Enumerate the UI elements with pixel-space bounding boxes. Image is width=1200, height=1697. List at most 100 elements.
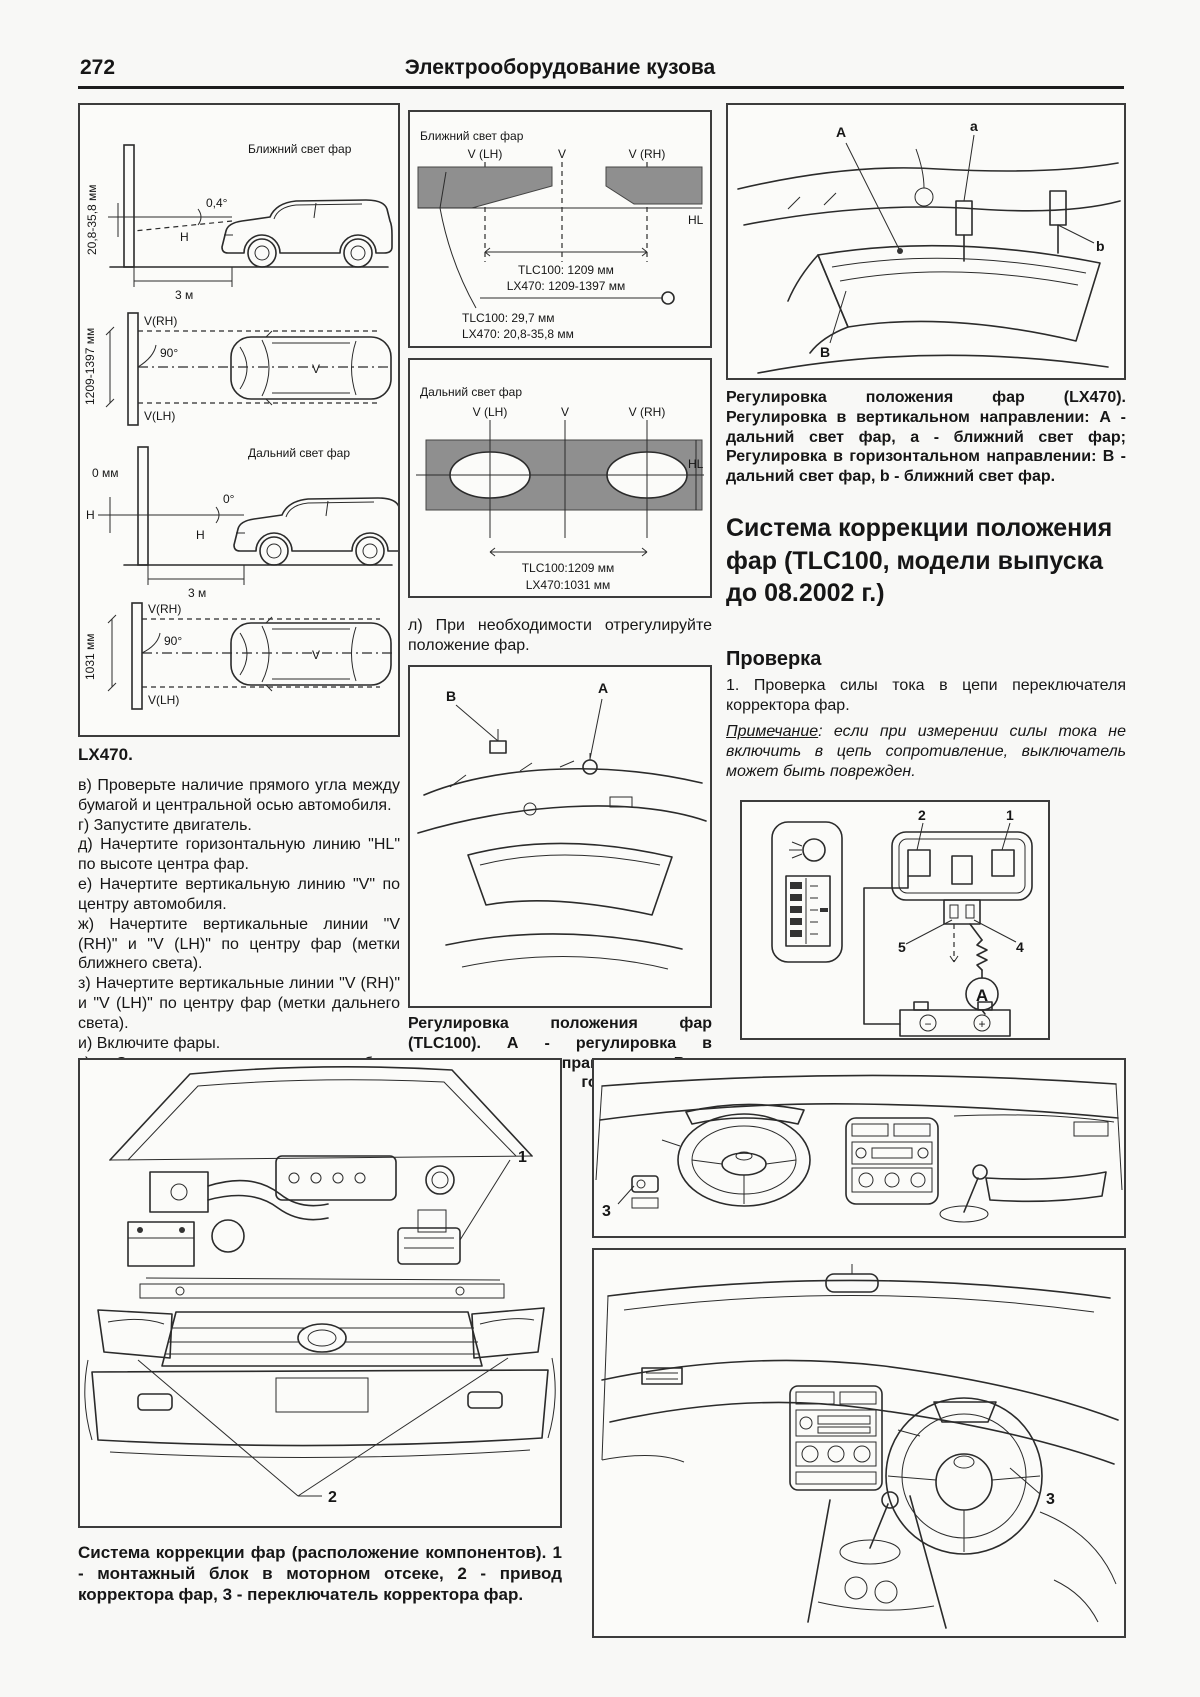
v-label-high: V <box>561 405 569 419</box>
switch-connector: 2 1 5 4 <box>891 807 1033 955</box>
corrector-switch-panel <box>631 1175 659 1209</box>
battery-minus: − <box>924 1017 931 1031</box>
v-lh-label-high: V (LH) <box>473 405 508 419</box>
tlc100-label-a: A <box>598 680 608 696</box>
step-e: е) Начертите вертикальную линию "V" по ц… <box>78 876 400 913</box>
components-caption: Система коррекции фар (расположение комп… <box>78 1543 562 1605</box>
dashboard-top-drawing: 3 <box>595 1074 1123 1223</box>
figure-interior-bottom: 3 <box>592 1248 1126 1638</box>
v-lh-label: V (LH) <box>468 147 503 161</box>
figure-low-beam-pattern: Ближний свет фар V (LH) V V (RH) HL TLC1… <box>408 110 712 348</box>
center-stack-bottom <box>789 1385 883 1491</box>
high-beam-pattern-drawing: Дальний свет фар V (LH) V V (RH) HL TLC1… <box>416 385 704 592</box>
low-beam-title: Ближний свет фар <box>248 142 352 156</box>
ammeter-label: А <box>976 986 988 1005</box>
front-fascia <box>84 1307 556 1459</box>
v-rh-2: V(RH) <box>148 602 181 616</box>
v-lh-2: V(LH) <box>148 693 179 707</box>
center-stack-top <box>845 1117 939 1205</box>
figure-dashboard-top: 3 <box>592 1058 1126 1238</box>
dim-low-1a: TLC100: 1209 мм <box>518 263 614 277</box>
dim-low-2a: TLC100: 29,7 мм <box>462 311 555 325</box>
callout-1-leader <box>459 1159 511 1241</box>
step-z: з) Начертите вертикальные линии "V (RH)"… <box>78 975 400 1032</box>
page-number: 272 <box>80 56 116 79</box>
high-span: 1031 мм <box>83 633 97 680</box>
headlight-aiming-drawing: Ближний свет фар 20,8-35,8 мм 0,4° H 3 м <box>83 142 398 710</box>
tlc100-adjust-drawing: B A <box>417 680 707 970</box>
step-d: д) Начертите горизонтальную линию "HL" п… <box>78 836 400 874</box>
callout-3-bottom-leader <box>1009 1467 1041 1495</box>
header-rule <box>78 86 1124 89</box>
figure-lx470-adjust: A a b B <box>726 103 1126 380</box>
leveling-switch <box>771 821 843 963</box>
center-console <box>807 1491 947 1629</box>
figure-engine-bay: 1 <box>78 1058 562 1528</box>
v-label: V <box>558 147 566 161</box>
lx470-label-b-big: B <box>820 344 830 360</box>
callout-1: 1 <box>518 1149 527 1166</box>
note-label: Примечание <box>726 723 819 740</box>
dim-high-1a: TLC100:1209 мм <box>522 561 615 575</box>
low-beam-side-view: Ближний свет фар 20,8-35,8 мм 0,4° H 3 м <box>85 142 393 302</box>
v-label-1: V <box>312 362 320 376</box>
angle-90-1: 90° <box>160 346 178 360</box>
step-l: л) При необходимости отрегулируйте полож… <box>408 617 712 654</box>
lx470-label-a-big: A <box>836 124 846 140</box>
engine-components <box>127 1155 505 1299</box>
v-rh-label: V (RH) <box>629 147 666 161</box>
hood-outline <box>109 1066 533 1161</box>
low-beam-pattern-drawing: Ближний свет фар V (LH) V V (RH) HL TLC1… <box>417 129 704 341</box>
v-rh-label-high: V (RH) <box>629 405 666 419</box>
note-paragraph: Примечание: если при измерении силы тока… <box>726 722 1126 781</box>
section-subheading: Проверка <box>726 648 822 670</box>
h-label-2: H <box>86 508 95 522</box>
distance-label-1: 3 м <box>175 288 193 302</box>
hl-label-low: HL <box>688 213 704 227</box>
pin-5-label: 5 <box>898 939 906 955</box>
step-zh: ж) Начертите вертикальные линии "V (RH)"… <box>78 915 400 973</box>
tlc100-label-b: B <box>446 688 456 704</box>
distance-label-2: 3 м <box>188 586 206 600</box>
lx470-label-b-small: b <box>1096 238 1105 254</box>
steering-wheel-bottom <box>885 1397 1043 1555</box>
pattern-title-low: Ближний свет фар <box>420 129 524 143</box>
high-beam-title: Дальний свет фар <box>248 446 350 460</box>
callout-2: 2 <box>328 1489 337 1506</box>
steering-wheel-top <box>661 1113 811 1207</box>
aiming-figure-caption: LX470. <box>78 745 133 764</box>
low-angle: 0,4° <box>206 196 228 210</box>
page-title: Электрооборудование кузова <box>404 56 716 79</box>
wiring-drawing: 2 1 5 4 А <box>771 807 1033 1037</box>
fuse-box <box>397 1227 461 1265</box>
high-beam-top-view: 1031 мм V(RH) 90° V(LH) V <box>83 602 392 710</box>
high-height: 0 мм <box>92 466 119 480</box>
v-label-2: V <box>312 648 320 662</box>
engine-bay-drawing: 1 <box>84 1066 556 1506</box>
pattern-title-high: Дальний свет фар <box>420 385 522 399</box>
v-rh-1: V(RH) <box>144 314 177 328</box>
v-lh-1: V(LH) <box>144 409 175 423</box>
callout-2-group: 2 <box>137 1357 509 1506</box>
figure-headlight-aiming: Ближний свет фар 20,8-35,8 мм 0,4° H 3 м <box>78 103 400 737</box>
lx470-adjust-caption: Регулировка положения фар (LX470). Регул… <box>726 389 1126 486</box>
high-angle: 0° <box>223 492 235 506</box>
callout-3-bottom: 3 <box>1046 1491 1055 1508</box>
lx470-adjust-drawing: A a b B <box>737 118 1121 374</box>
battery-plus: + <box>978 1017 985 1031</box>
hl-label-high: HL <box>688 457 704 471</box>
figure-tlc100-adjust: B A <box>408 665 712 1008</box>
lx470-label-a-small: a <box>970 118 978 134</box>
step-g: г) Запустите двигатель. <box>78 816 252 834</box>
section-heading: Система коррекции положения фар (TLC100,… <box>726 514 1113 607</box>
procedure-steps: в) Проверьте наличие прямого угла между … <box>78 776 400 1093</box>
shifter-top <box>939 1164 989 1223</box>
callout-3-top: 3 <box>602 1203 611 1220</box>
low-beam-top-view: 1209-1397 мм V(RH) 90° V(LH) V <box>83 312 392 426</box>
dim-low-1b: LX470: 1209-1397 мм <box>507 279 626 293</box>
rearview-mirror <box>825 1264 879 1293</box>
step-i: и) Включите фары. <box>78 1034 221 1052</box>
left-vent <box>641 1367 683 1385</box>
dim-low-2b: LX470: 20,8-35,8 мм <box>462 327 574 341</box>
